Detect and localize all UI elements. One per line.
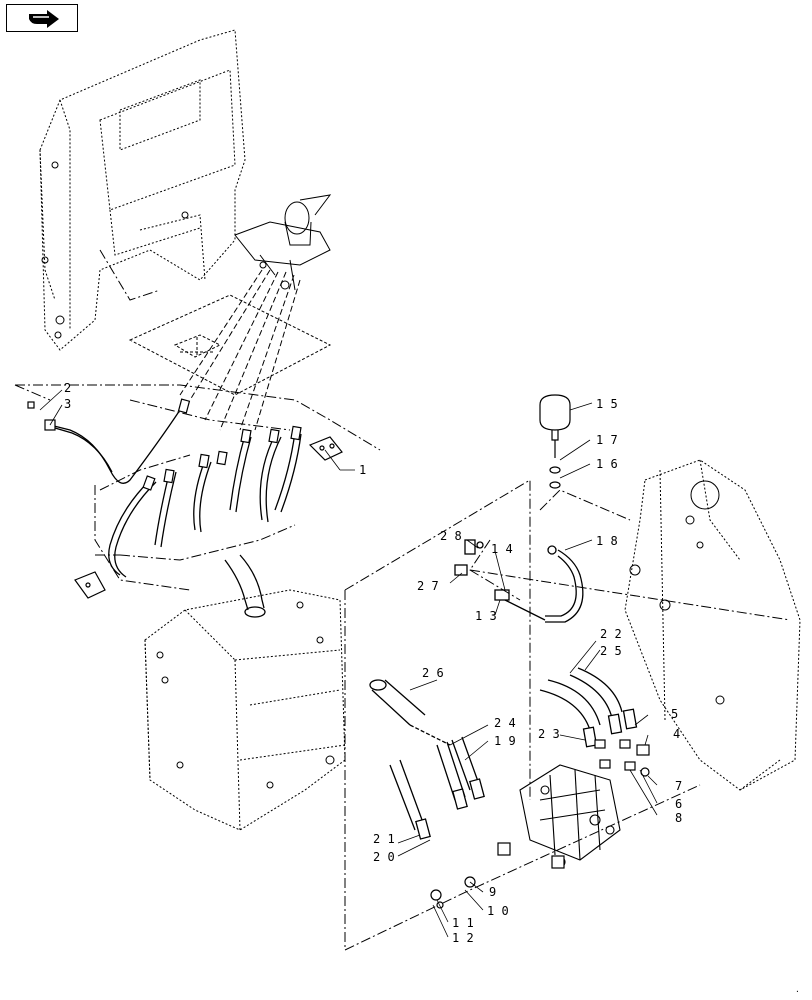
callout-23: 2 3 xyxy=(538,727,560,741)
callout-3: 3 xyxy=(64,397,71,411)
callout-27: 2 7 xyxy=(417,579,439,593)
callout-20: 2 0 xyxy=(373,850,395,864)
accumulator xyxy=(539,394,571,489)
floor-plate xyxy=(128,294,332,396)
callout-4: 4 xyxy=(673,727,680,741)
valve-fittings xyxy=(430,739,650,909)
hose-26 xyxy=(369,679,451,746)
callout-1: 1 xyxy=(359,463,366,477)
hose-bracket xyxy=(74,436,343,599)
callout-5: 5 xyxy=(671,707,678,721)
callout-25: 2 5 xyxy=(600,644,622,658)
valve-housing-holes xyxy=(156,601,335,789)
callout-26: 2 6 xyxy=(422,666,444,680)
callout-16: 1 6 xyxy=(596,457,618,471)
callout-7: 7 xyxy=(675,779,682,793)
callout-24: 2 4 xyxy=(494,716,516,730)
cab-frame-assembly xyxy=(39,29,246,351)
callout-6: 6 xyxy=(675,797,682,811)
callout-28: 2 8 xyxy=(440,529,462,543)
phantom-lines xyxy=(14,249,791,951)
callout-17: 1 7 xyxy=(596,433,618,447)
valve-housing-frame xyxy=(144,589,346,831)
pilot-hoses xyxy=(49,409,302,578)
valve-hoses xyxy=(389,667,638,840)
loader-arm-holes xyxy=(629,480,725,705)
next-page-button[interactable] xyxy=(6,4,78,32)
callout-2: 2 xyxy=(64,381,71,395)
callout-18: 1 8 xyxy=(596,534,618,548)
callout-labels: 1 2 3 4 5 6 7 8 9 1 0 1 1 1 2 1 3 1 4 1 … xyxy=(64,381,682,945)
callout-8: 8 xyxy=(675,811,682,825)
loader-arm xyxy=(624,459,801,791)
callout-11: 1 1 xyxy=(452,916,474,930)
elbow-hose xyxy=(224,554,266,618)
callout-13: 1 3 xyxy=(475,609,497,623)
callout-15: 1 5 xyxy=(596,397,618,411)
callout-10: 1 0 xyxy=(487,904,509,918)
joystick-assembly xyxy=(234,194,332,291)
leader-lines xyxy=(39,389,658,938)
callout-12: 1 2 xyxy=(452,931,474,945)
hose-18 xyxy=(454,539,584,623)
callout-22: 2 2 xyxy=(600,627,622,641)
corner-mark: . xyxy=(795,985,800,994)
callout-9: 9 xyxy=(489,885,496,899)
pilot-hose-bundle xyxy=(179,269,301,431)
callout-19: 1 9 xyxy=(494,734,516,748)
callout-21: 2 1 xyxy=(373,832,395,846)
cab-frame-holes xyxy=(41,161,189,339)
callout-14: 1 4 xyxy=(491,542,513,556)
next-page-arrow-icon xyxy=(29,10,59,28)
control-valve xyxy=(499,764,621,868)
